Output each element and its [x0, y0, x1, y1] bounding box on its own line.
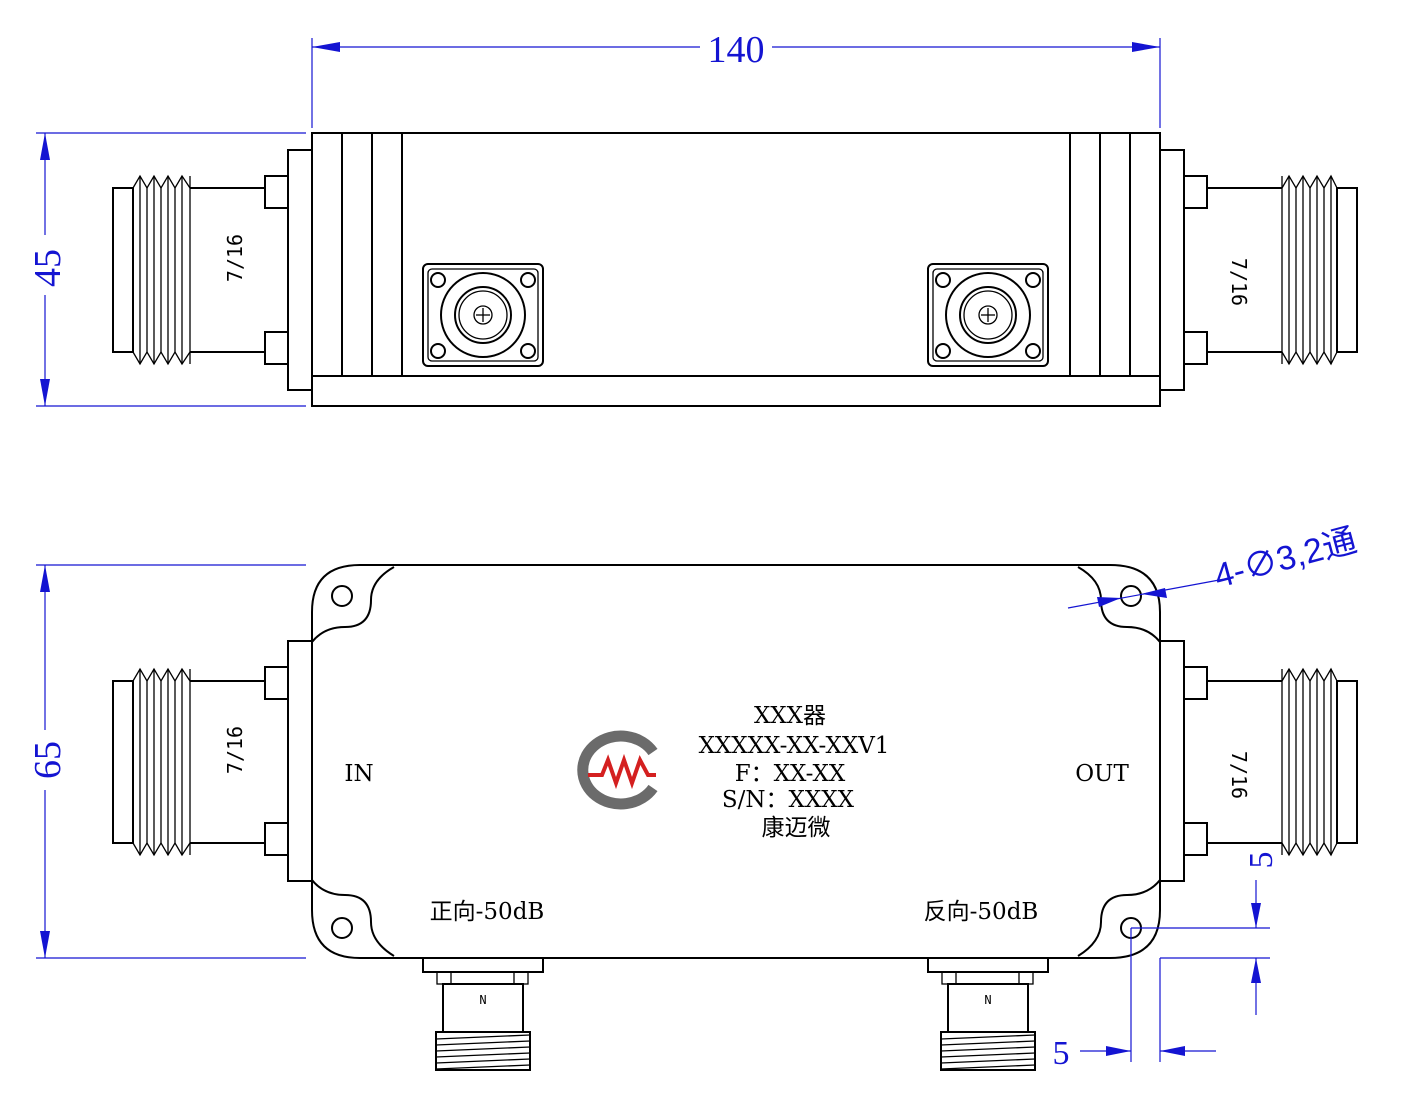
- mount-hole: [331, 917, 353, 939]
- top-left-connector-type: 7/16: [223, 234, 247, 282]
- label-line2: XXXXX-XX-XXV1: [699, 733, 890, 759]
- hole-callout-label: 4-∅3,2通: [1210, 521, 1360, 595]
- port-out-label: OUT: [1075, 761, 1129, 787]
- front-right-connector: 7/16: [1159, 640, 1358, 882]
- mount-hole: [331, 585, 353, 607]
- bottom-right-connector-type: N: [984, 993, 991, 1007]
- dimension-offset-horizontal-label: 5: [1053, 1035, 1070, 1072]
- bottom-n-connector-right: N: [927, 957, 1049, 1071]
- label-line4: S/N：XXXX: [722, 787, 855, 813]
- dimension-offset-vertical-label: 5: [1243, 852, 1280, 869]
- dimension-width-label: 140: [708, 29, 765, 71]
- forward-coupling-label: 正向-50dB: [430, 899, 545, 925]
- dimension-height-bottom-label: 65: [27, 741, 69, 779]
- top-right-cover: [1069, 132, 1161, 377]
- top-view: 7/16 7/16: [27, 29, 1358, 407]
- label-line5: 康迈微: [762, 815, 831, 841]
- top-left-cover: [311, 132, 403, 377]
- label-line1: XXX器: [754, 703, 826, 729]
- front-right-connector-type: 7/16: [1227, 751, 1251, 799]
- mount-hole: [1120, 585, 1142, 607]
- top-left-connector: 7/16: [112, 149, 313, 391]
- front-view: XXX器 XXXXX-XX-XXV1 F：XX-XX S/N：XXXX 康迈微 …: [27, 521, 1361, 1072]
- dimension-width: 140: [311, 29, 1161, 128]
- product-label: XXX器 XXXXX-XX-XXV1 F：XX-XX S/N：XXXX 康迈微: [699, 703, 890, 841]
- label-line3: F：XX-XX: [735, 761, 846, 787]
- dimension-height-bottom: 65: [27, 564, 306, 959]
- dimension-offset-vertical: 5: [1131, 852, 1280, 1015]
- company-logo: [577, 730, 658, 810]
- reverse-coupling-label: 反向-50dB: [924, 899, 1039, 925]
- top-right-connector: 7/16: [1159, 149, 1358, 391]
- front-body-outline: [311, 564, 1161, 959]
- front-left-connector: 7/16: [112, 640, 313, 882]
- front-left-connector-type: 7/16: [223, 726, 247, 774]
- top-port-right: [927, 263, 1049, 367]
- dimension-offset-horizontal: 5: [1053, 928, 1216, 1072]
- bottom-n-connector-left: N: [422, 957, 544, 1071]
- dimension-height-top-label: 45: [27, 249, 69, 287]
- top-port-left: [422, 263, 544, 367]
- port-in-label: IN: [344, 761, 373, 787]
- bottom-left-connector-type: N: [479, 993, 486, 1007]
- dimension-height-top: 45: [27, 132, 306, 407]
- top-right-connector-type: 7/16: [1227, 258, 1251, 306]
